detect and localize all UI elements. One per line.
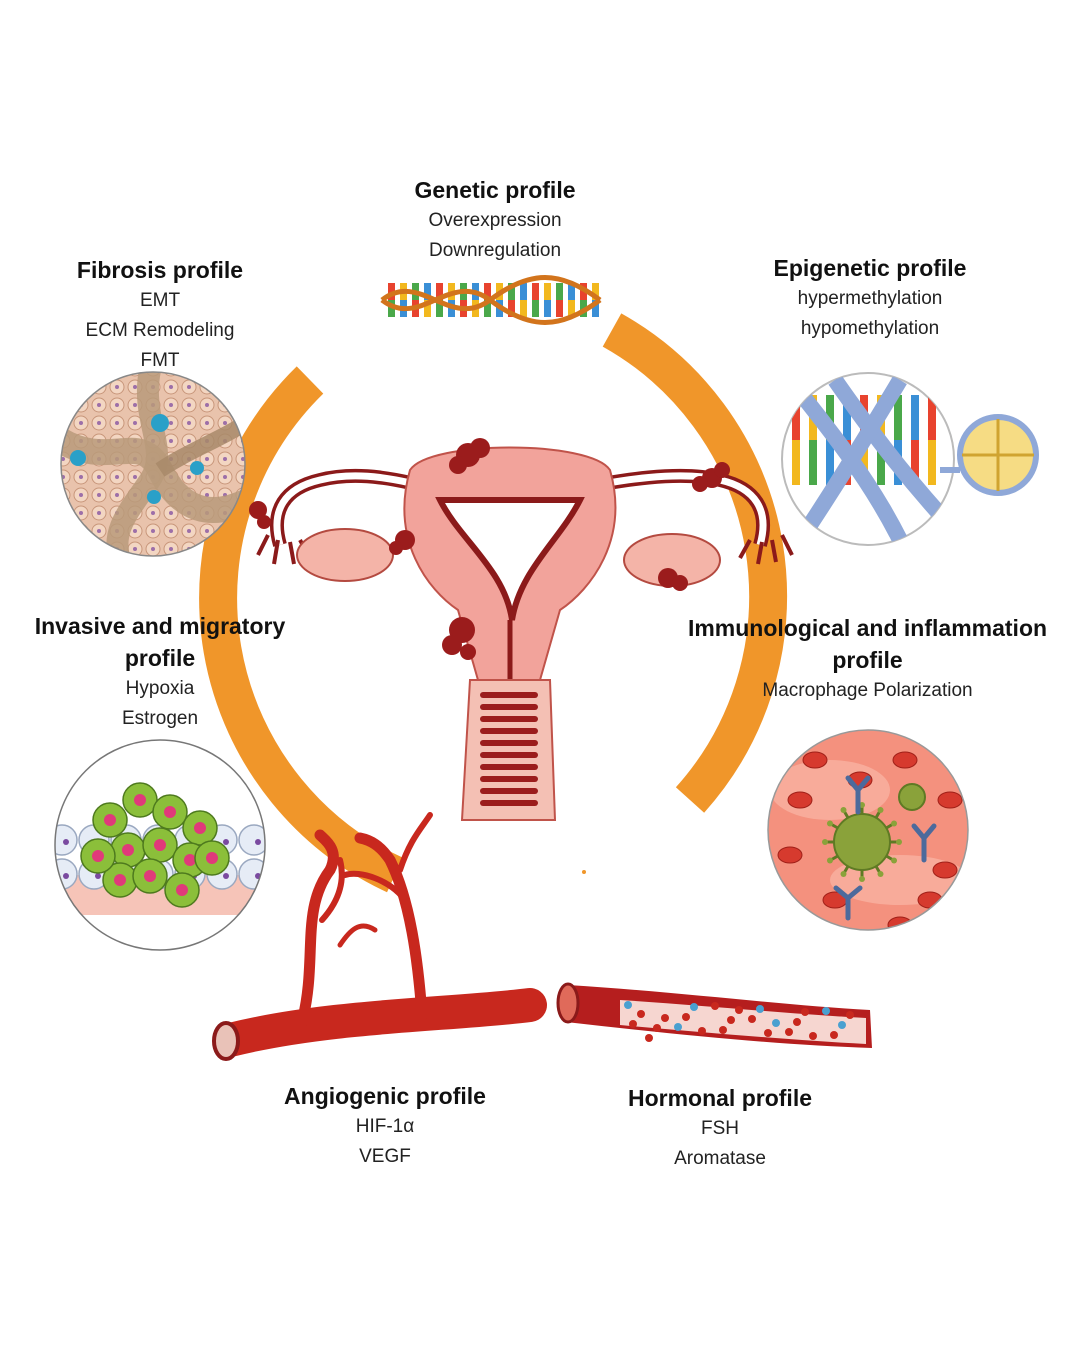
invasive-cells-icon xyxy=(54,739,266,951)
invasive-profile-label: Invasive and migratory profile Hypoxia E… xyxy=(0,610,320,734)
ring-right-arc xyxy=(602,313,788,813)
invasive-profile-title-line1: Invasive and migratory xyxy=(34,613,286,639)
blood-vessel-branching-icon xyxy=(212,812,547,1061)
blood-vessel-cross-section-icon xyxy=(556,982,872,1048)
immuno-item-1: Macrophage Polarization xyxy=(762,680,973,701)
epigenetic-item-1: hypermethylation xyxy=(797,288,943,309)
methylated-dna-icon xyxy=(781,372,1039,546)
hormonal-profile-label: Hormonal profile FSH Aromatase xyxy=(590,1082,850,1174)
orange-ring xyxy=(199,313,788,893)
hormonal-item-1: FSH xyxy=(701,1118,739,1139)
angiogenic-profile-title: Angiogenic profile xyxy=(284,1083,486,1109)
fibrosis-profile-label: Fibrosis profile EMT ECM Remodeling FMT xyxy=(20,254,300,376)
virus-large xyxy=(833,813,891,871)
fibrosis-tissue-icon xyxy=(60,371,246,557)
angiogenic-item-1: HIF-1α xyxy=(355,1116,415,1137)
hormonal-item-2: Aromatase xyxy=(674,1148,766,1169)
fibrosis-profile-title: Fibrosis profile xyxy=(76,257,244,283)
fibrosis-item-1: EMT xyxy=(139,290,181,311)
fibrosis-item-2: ECM Remodeling xyxy=(85,320,235,341)
genetic-profile-title: Genetic profile xyxy=(414,177,576,203)
genetic-profile-label: Genetic profile Overexpression Downregul… xyxy=(340,174,650,266)
ring-left-arc xyxy=(199,366,403,893)
invasive-profile-title-line2: profile xyxy=(124,645,196,671)
genetic-item-1: Overexpression xyxy=(428,210,562,231)
hormonal-profile-title: Hormonal profile xyxy=(627,1085,812,1111)
fibrosis-item-3: FMT xyxy=(140,350,180,371)
epigenetic-profile-label: Epigenetic profile hypermethylation hypo… xyxy=(720,252,1020,344)
invasive-item-2: Estrogen xyxy=(121,708,199,729)
immuno-profile-title-line2: profile xyxy=(832,647,903,673)
immuno-profile-label: Immunological and inflammation profile M… xyxy=(650,612,1080,706)
epigenetic-profile-title: Epigenetic profile xyxy=(773,255,967,281)
uterus-illustration xyxy=(249,438,794,821)
genetic-item-2: Downregulation xyxy=(428,240,562,261)
dna-helix-icon xyxy=(380,275,602,325)
angiogenic-item-2: VEGF xyxy=(359,1146,411,1167)
invasive-item-1: Hypoxia xyxy=(125,678,195,699)
epigenetic-item-2: hypomethylation xyxy=(800,318,940,339)
immune-cells-icon xyxy=(767,729,969,931)
immuno-profile-title-line1: Immunological and inflammation xyxy=(687,615,1048,641)
angiogenic-profile-label: Angiogenic profile HIF-1α VEGF xyxy=(250,1080,520,1172)
